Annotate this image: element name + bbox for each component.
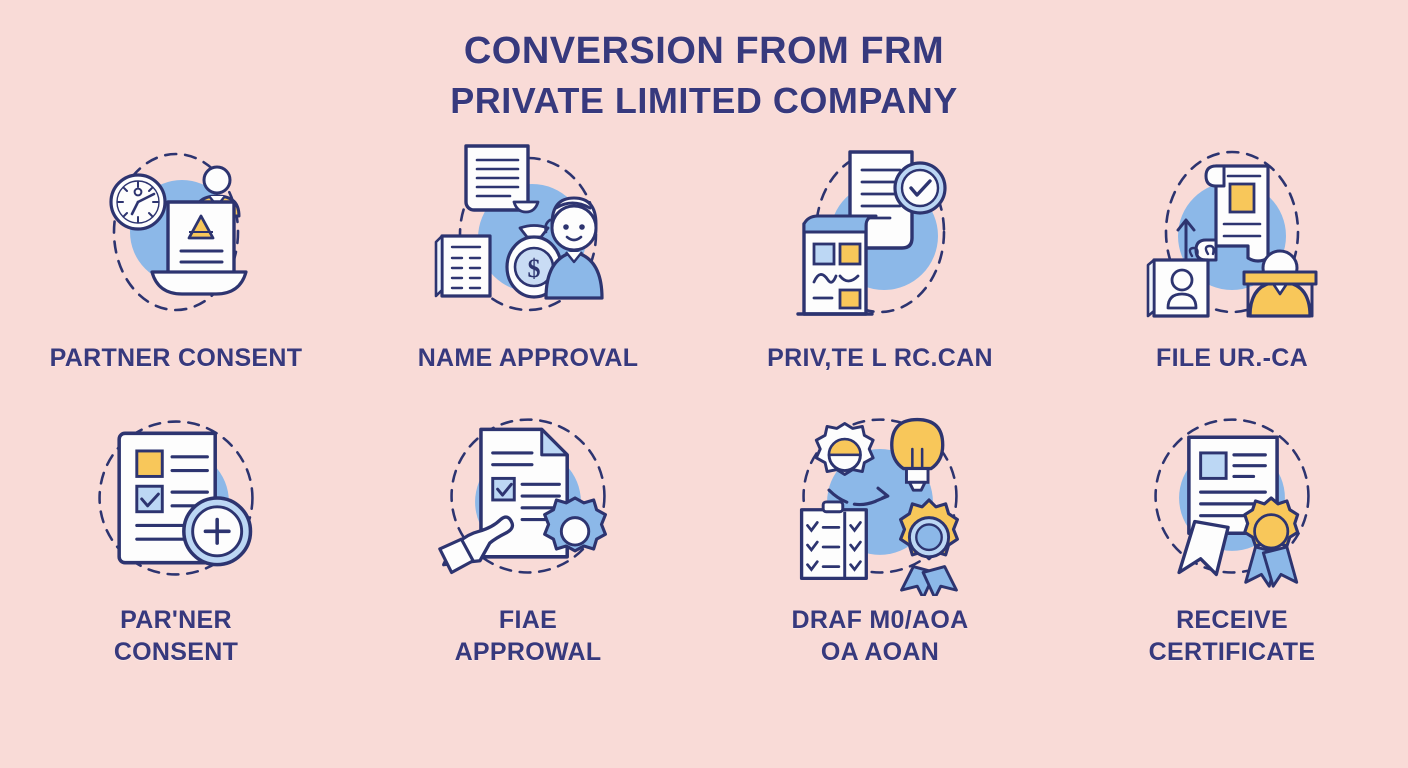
step-item-2[interactable]: $ NAME APPROVAL — [352, 132, 704, 400]
document-verified-building-icon — [780, 132, 980, 332]
step-label-5-line1: PAR'NER — [120, 606, 232, 634]
document-moneybag-person-icon: $ — [428, 132, 628, 332]
steps-grid: PARTNER CONSENT — [0, 132, 1408, 700]
step-label-7-line2: OA AOAN — [820, 638, 940, 666]
checklist-plus-icon — [78, 400, 274, 596]
step-item-7[interactable]: DRAF M0/AOA OA AOAN — [704, 400, 1056, 700]
step-item-6[interactable]: FIAE APPROWAL — [352, 400, 704, 700]
step-item-5[interactable]: PAR'NER CONSENT — [0, 400, 352, 700]
step-label-2: NAME APPROVAL — [417, 344, 639, 372]
step-label-6-line1: FIAE — [498, 606, 558, 634]
title-line-2: PRIVATE LIMITED COMPANY — [450, 80, 958, 121]
step-label-8-line2: CERTIFICATE — [1148, 638, 1316, 666]
scroll-idcard-officer-icon — [1132, 132, 1332, 332]
step-item-1[interactable]: PARTNER CONSENT — [0, 132, 352, 400]
step-label-8-line1: RECEIVE — [1176, 606, 1288, 634]
step-item-8[interactable]: RECEIVE CERTIFICATE — [1056, 400, 1408, 700]
step-label-5-line2: CONSENT — [113, 638, 239, 666]
clipboard-bulb-award-icon — [782, 400, 978, 596]
step-label-7-line1: DRAF M0/AOA — [791, 606, 969, 634]
svg-text:$: $ — [528, 254, 541, 283]
page-title: CONVERSION FROM FRM PRIVATE LIMITED COMP… — [0, 26, 1408, 126]
step-label-8: RECEIVE CERTIFICATE — [1149, 604, 1316, 668]
step-label-3: PRIV,TE L RC.CAN — [767, 344, 993, 372]
steps-row-1: PARTNER CONSENT — [0, 132, 1408, 400]
step-label-4: FILE UR.-CA — [1156, 344, 1308, 372]
step-item-3[interactable]: PRIV,TE L RC.CAN — [704, 132, 1056, 400]
steps-row-2: PAR'NER CONSENT — [0, 400, 1408, 700]
step-label-6-line2: APPROWAL — [454, 638, 602, 666]
step-label-7: DRAF M0/AOA OA AOAN — [792, 604, 969, 668]
step-item-4[interactable]: FILE UR.-CA — [1056, 132, 1408, 400]
step-label-1: PARTNER CONSENT — [49, 344, 303, 372]
title-line-1: CONVERSION FROM FRM — [463, 30, 945, 72]
clock-document-person-icon — [76, 132, 276, 332]
document-hand-gear-icon — [430, 400, 626, 596]
step-label-5: PAR'NER CONSENT — [114, 604, 238, 668]
certificate-seal-icon — [1134, 400, 1330, 596]
step-label-6: FIAE APPROWAL — [455, 604, 602, 668]
